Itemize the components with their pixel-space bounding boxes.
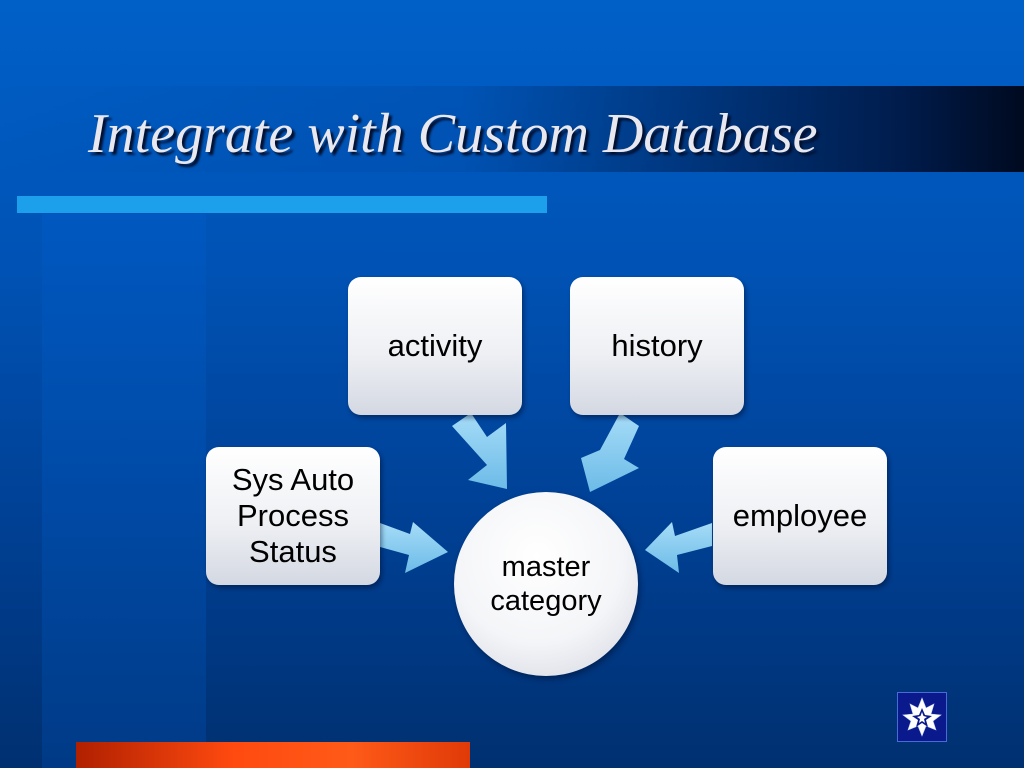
node-sys-auto-process-status: Sys Auto Process Status bbox=[206, 447, 380, 585]
node-activity: activity bbox=[348, 277, 522, 415]
slide-title: Integrate with Custom Database bbox=[88, 103, 818, 165]
title-underline-rule bbox=[17, 196, 547, 213]
arrow-employee-to-center bbox=[645, 522, 712, 573]
node-employee: employee bbox=[713, 447, 887, 585]
node-activity-label: activity bbox=[387, 328, 483, 363]
node-master-category-label: master category bbox=[490, 551, 602, 617]
node-history: history bbox=[570, 277, 744, 415]
node-sys-auto-label: Sys Auto Process Status bbox=[231, 462, 355, 569]
arrow-sys-to-center bbox=[380, 522, 448, 573]
maple-leaf-logo-icon bbox=[897, 692, 947, 742]
node-history-label: history bbox=[611, 328, 703, 363]
node-master-category: master category bbox=[454, 492, 638, 676]
arrow-activity-to-center bbox=[452, 413, 507, 489]
arrow-history-to-center bbox=[581, 413, 639, 492]
title-band bbox=[0, 86, 1024, 172]
left-decor-panel bbox=[42, 214, 206, 768]
bottom-accent-bar bbox=[76, 742, 470, 768]
node-employee-label: employee bbox=[732, 498, 868, 533]
